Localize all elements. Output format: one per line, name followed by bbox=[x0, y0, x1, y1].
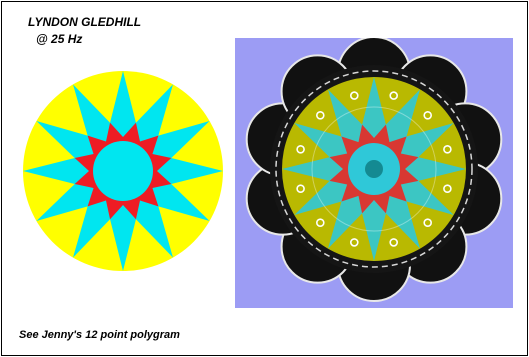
polygram-diagram bbox=[19, 58, 227, 284]
center-dot bbox=[365, 160, 383, 178]
center-circle bbox=[93, 141, 153, 201]
cymatics-photo-svg bbox=[235, 38, 513, 308]
polygram-svg bbox=[19, 58, 227, 284]
footer-caption: See Jenny's 12 point polygram bbox=[19, 328, 180, 342]
frequency-label: @ 25 Hz bbox=[36, 32, 82, 46]
cymatics-photo-panel bbox=[235, 38, 513, 308]
author-title: LYNDON GLEDHILL bbox=[28, 15, 141, 29]
